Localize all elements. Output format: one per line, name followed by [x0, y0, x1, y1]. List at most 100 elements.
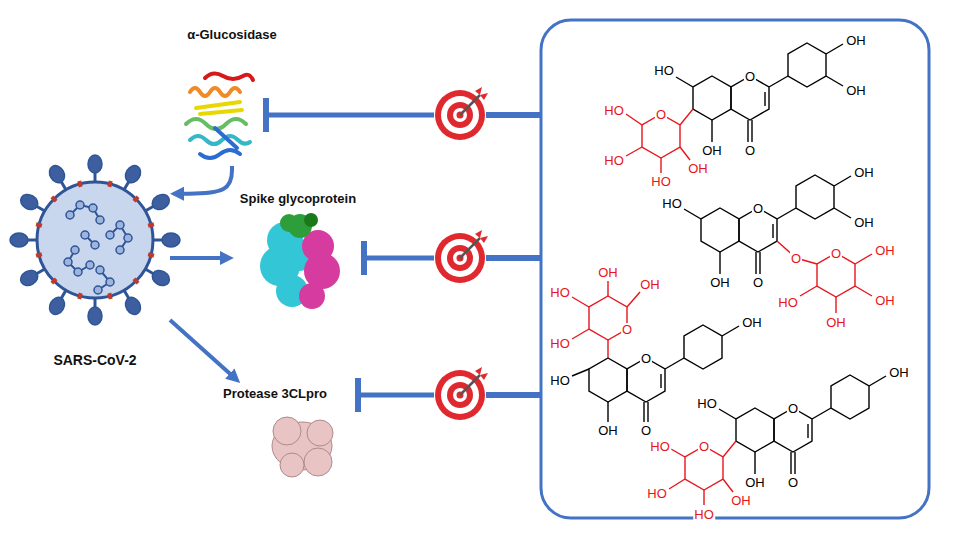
- atom-label: HO: [777, 296, 799, 309]
- virus-illustration: [10, 155, 180, 325]
- atom-label-holder: O: [744, 141, 756, 159]
- atom-label: O: [752, 276, 764, 289]
- atom-label-holder: O: [790, 249, 802, 267]
- atom-label: OH: [845, 34, 867, 47]
- protein-node: Spike glycoprotein: [234, 188, 362, 328]
- atom-label: O: [830, 247, 842, 260]
- inhibition-bars: [266, 98, 541, 412]
- flow-arrow: [180, 166, 232, 194]
- atom-label: HO: [661, 197, 683, 210]
- atom-label: HO: [603, 104, 625, 117]
- atom-label: O: [787, 402, 799, 415]
- atom-label-holder: O: [744, 67, 756, 85]
- atom-label-holder: OH: [730, 491, 752, 509]
- atom-label-holder: HO: [603, 101, 625, 119]
- atom-label: HO: [696, 397, 718, 410]
- atom-label-holder: O: [640, 421, 652, 439]
- atom-label: O: [790, 252, 802, 265]
- flow-arrow: [170, 320, 233, 376]
- atom-label: OH: [741, 316, 763, 329]
- atom-label: OH: [874, 244, 896, 257]
- atom-label: HO: [653, 64, 675, 77]
- edge-group: [170, 166, 233, 376]
- atom-label-holder: HO: [603, 151, 625, 169]
- atom-label: HO: [603, 154, 625, 167]
- atom-label-holder: O: [640, 349, 652, 367]
- atom-label-holder: HO: [549, 371, 571, 389]
- atom-label-holder: HO: [549, 283, 571, 301]
- atom-label-holder: HO: [777, 293, 799, 311]
- atom-label-holder: O: [830, 244, 842, 262]
- atom-label-holder: OH: [853, 213, 875, 231]
- virus-node: SARS-CoV-2: [20, 165, 170, 370]
- atom-label-holder: OH: [888, 363, 910, 381]
- compound-panel: [541, 20, 929, 518]
- atom-label: O: [787, 476, 799, 489]
- atom-label: OH: [639, 278, 661, 291]
- enzyme-node: α-Glucosidase: [181, 24, 283, 166]
- protease-node: Protease 3CLpro: [215, 383, 335, 479]
- atom-label-holder: OH: [709, 273, 731, 291]
- atom-label: OH: [825, 316, 847, 329]
- atom-label-holder: HO: [650, 172, 672, 190]
- atom-label: OH: [744, 476, 766, 489]
- atom-label-holder: OH: [853, 163, 875, 181]
- molecule-structures: [572, 43, 886, 505]
- atom-label-holder: HO: [661, 194, 683, 212]
- atom-label: HO: [650, 175, 672, 188]
- atom-label: HO: [549, 374, 571, 387]
- atom-label: O: [640, 424, 652, 437]
- atom-label: OH: [687, 162, 709, 175]
- atom-label: OH: [597, 424, 619, 437]
- atom-label-holder: OH: [845, 31, 867, 49]
- atom-label: O: [698, 440, 710, 453]
- node-title: Protease 3CLpro: [223, 387, 327, 402]
- atom-label-holder: OH: [825, 313, 847, 331]
- atom-label-holder: OH: [597, 421, 619, 439]
- atom-label: O: [640, 352, 652, 365]
- atom-label: OH: [709, 276, 731, 289]
- atom-label: O: [752, 202, 764, 215]
- atom-label-holder: OH: [687, 159, 709, 177]
- atom-label-holder: OH: [874, 291, 896, 309]
- atom-label-holder: OH: [597, 263, 619, 281]
- atom-label: HO: [646, 487, 668, 500]
- atom-label-holder: OH: [741, 313, 763, 331]
- atom-label: HO: [693, 508, 715, 521]
- atom-label: HO: [549, 337, 571, 350]
- node-title: Spike glycoprotein: [240, 192, 356, 207]
- atom-label-holder: O: [752, 273, 764, 291]
- atom-label-holder: O: [787, 399, 799, 417]
- atom-label-holder: O: [655, 105, 667, 123]
- atom-label-holder: O: [698, 437, 710, 455]
- atom-label-holder: HO: [693, 505, 715, 523]
- atom-label-holder: HO: [549, 334, 571, 352]
- node-title: SARS-CoV-2: [53, 352, 136, 368]
- atom-label-holder: O: [621, 320, 633, 338]
- atom-label-holder: OH: [874, 241, 896, 259]
- spike-protein-image: [260, 213, 340, 309]
- atom-label-holder: OH: [845, 81, 867, 99]
- node-title: α-Glucosidase: [187, 28, 277, 43]
- atom-label-holder: HO: [649, 437, 671, 455]
- protease-image: [272, 417, 333, 477]
- atom-label-holder: HO: [646, 484, 668, 502]
- atom-label-holder: OH: [701, 141, 723, 159]
- atom-label-holder: O: [752, 199, 764, 217]
- atom-label-holder: HO: [696, 394, 718, 412]
- atom-label: OH: [888, 366, 910, 379]
- atom-label: O: [621, 323, 633, 336]
- atom-label: OH: [597, 266, 619, 279]
- atom-label: O: [744, 144, 756, 157]
- target-icons: [435, 87, 488, 420]
- atom-label: OH: [853, 166, 875, 179]
- atom-label: O: [744, 70, 756, 83]
- atom-label: OH: [874, 294, 896, 307]
- atom-label: HO: [549, 286, 571, 299]
- atom-label: OH: [701, 144, 723, 157]
